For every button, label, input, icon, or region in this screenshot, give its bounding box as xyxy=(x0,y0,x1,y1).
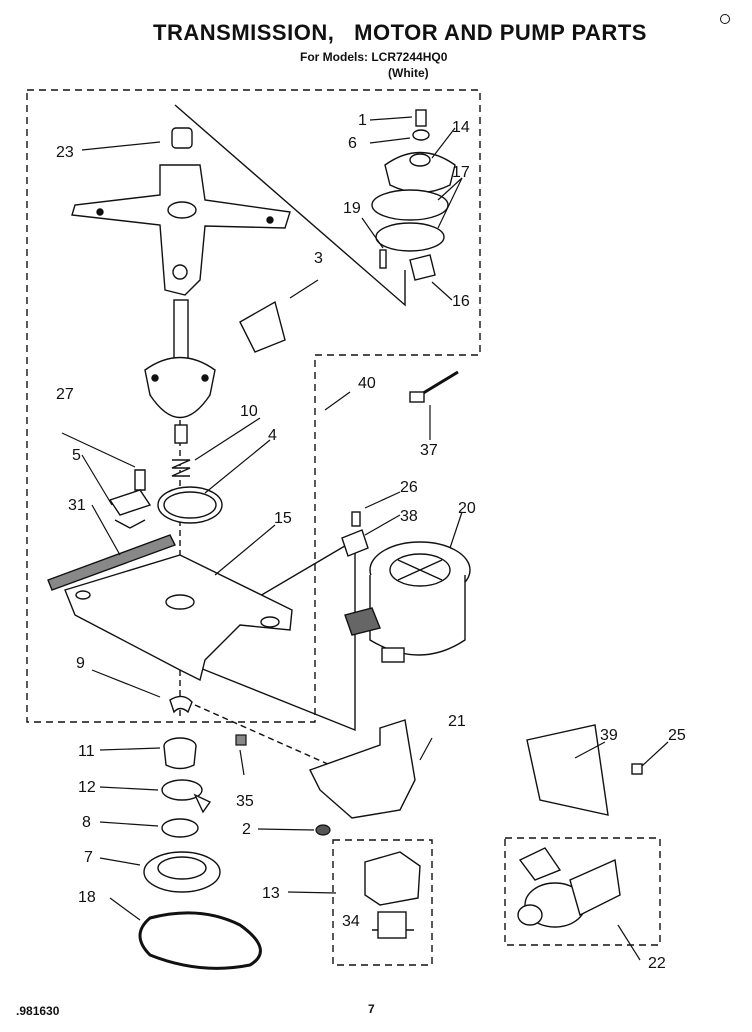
callout-37: 35 xyxy=(236,793,254,810)
callout-16: 16 xyxy=(452,293,470,310)
motor-bracket-part xyxy=(309,719,416,819)
spring-clip-part xyxy=(114,519,146,529)
screw-part xyxy=(415,109,427,127)
callout-15: 15 xyxy=(274,510,292,527)
callout-6: 6 xyxy=(348,135,357,152)
callout-21: 21 xyxy=(448,713,466,730)
switch-part xyxy=(364,851,421,939)
plate-leader-line xyxy=(184,538,356,732)
rod-part xyxy=(47,534,176,591)
long-bolt-part xyxy=(409,370,459,403)
callout-17: 17 xyxy=(452,164,470,181)
pin-part xyxy=(134,469,146,491)
callout-13: 13 xyxy=(262,885,280,902)
corner-mark-icon xyxy=(720,14,730,24)
transmission-part xyxy=(144,299,216,444)
pump-shield-part xyxy=(526,724,609,816)
callout-11: 11 xyxy=(78,743,95,760)
callout-3: 3 xyxy=(314,250,323,267)
motor-part xyxy=(341,511,471,663)
callout-20: 20 xyxy=(458,500,476,517)
washer-part xyxy=(412,129,430,141)
spider-hub-part xyxy=(71,127,291,296)
bracket-part xyxy=(108,489,152,516)
callout-18: 18 xyxy=(78,889,96,906)
callout-labels: 23 27 5 31 3 10 4 15 9 11 12 8 7 18 35 2… xyxy=(56,112,686,972)
bolt-part xyxy=(379,249,387,269)
callout-2: 2 xyxy=(242,821,251,838)
upper-seal-parts xyxy=(371,109,456,281)
diagram-title: TRANSMISSION, MOTOR AND PUMP PARTS xyxy=(153,20,647,45)
callout-8: 8 xyxy=(82,814,91,831)
brake-band-parts xyxy=(47,459,223,591)
callout-7: 7 xyxy=(84,849,93,866)
cam-part xyxy=(161,779,203,801)
callout-25: 25 xyxy=(668,727,686,744)
callout-1: 1 xyxy=(358,112,367,129)
motor-clip-part xyxy=(341,529,369,557)
clip-part xyxy=(409,254,436,281)
callout-35: 37 xyxy=(420,442,438,459)
hub-leader-line xyxy=(174,104,406,307)
callout-34: 34 xyxy=(342,913,360,930)
callout-10: 10 xyxy=(240,403,258,420)
callout-12: 12 xyxy=(78,779,96,796)
callout-22: 22 xyxy=(648,955,666,972)
callout-19: 19 xyxy=(343,200,361,217)
ring-part xyxy=(375,222,445,252)
color-subtitle: (White) xyxy=(388,66,429,80)
model-subtitle: For Models: LCR7244HQ0 xyxy=(300,50,448,64)
transmission-group-outline xyxy=(26,89,481,723)
callout-31: 31 xyxy=(68,497,86,514)
callout-9: 9 xyxy=(76,655,85,672)
callout-leaders xyxy=(61,116,669,961)
drive-belt-part xyxy=(138,911,262,970)
shield-plate-part xyxy=(239,300,286,353)
callout-14: 14 xyxy=(452,119,470,136)
callout-39: 39 xyxy=(600,727,618,744)
gasket-part xyxy=(371,189,449,221)
pump-screw-part xyxy=(631,763,643,775)
spring-part xyxy=(171,459,191,477)
callout-38: 38 xyxy=(400,508,418,525)
callout-23: 23 xyxy=(56,144,74,161)
switch-group-outline xyxy=(332,839,433,966)
motor-bolt-part xyxy=(351,511,361,527)
footer-code: .981630 xyxy=(16,1004,60,1018)
callout-4: 4 xyxy=(268,427,277,444)
callout-27: 27 xyxy=(56,386,74,403)
mounting-plate-part xyxy=(64,554,293,682)
callout-26: 26 xyxy=(400,479,418,496)
shaft-axis-line xyxy=(194,704,331,766)
small-nut-part xyxy=(315,824,331,836)
clutch-part xyxy=(161,818,199,838)
page-number: 7 xyxy=(368,1002,375,1016)
key-part xyxy=(235,734,247,746)
callout-5: 5 xyxy=(72,447,81,464)
callout-40: 40 xyxy=(358,375,376,392)
pulley-stack-parts xyxy=(138,737,262,970)
retaining-clip-part xyxy=(169,695,193,714)
pump-part xyxy=(517,847,621,928)
